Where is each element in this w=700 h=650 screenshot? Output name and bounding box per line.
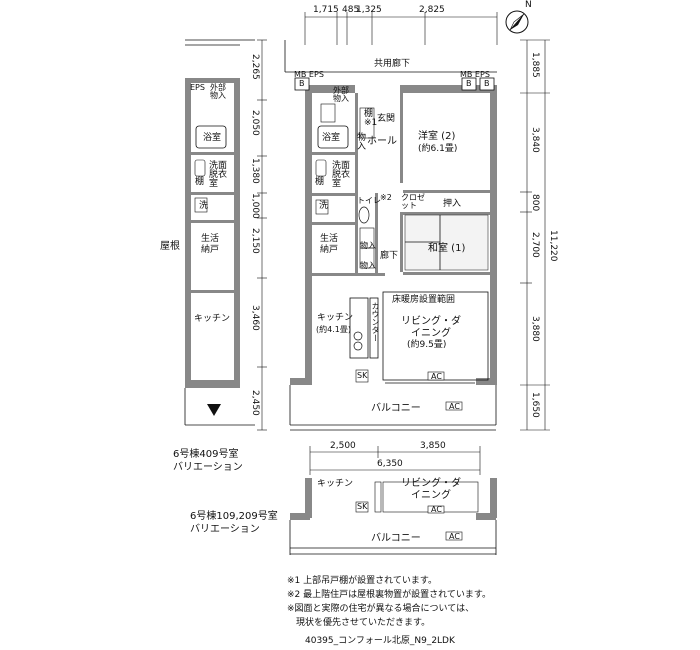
right-dimension-line	[520, 39, 550, 431]
right-dim-1: 1,885	[530, 52, 540, 78]
right-dim-6: 1,650	[530, 392, 540, 418]
kitchen-size: (約4.1畳)	[316, 325, 351, 334]
counter-label: カウンター	[371, 302, 380, 342]
tana-label: 棚	[315, 177, 325, 187]
left-dim-6: 3,460	[250, 305, 260, 331]
var2-caption-1: 6号棟109,209号室	[190, 511, 278, 522]
washitsu-label: 和室 (1)	[428, 243, 466, 254]
left-yokushitsu-label: 浴室	[203, 133, 222, 143]
left-dim-3: 1,380	[250, 158, 260, 184]
var2-dim-1: 2,500	[330, 441, 356, 451]
monoire-label: 物入	[357, 133, 367, 152]
gaibu-monoire-label: 外部物入	[333, 86, 349, 103]
closet-label: クロゼット	[401, 193, 425, 210]
top-dim-4: 2,825	[419, 5, 445, 15]
left-dim-2: 2,050	[250, 110, 260, 136]
yoshitsu-size: (約6.1畳)	[418, 144, 458, 154]
left-dim-4: 1,000	[250, 193, 260, 219]
var2-caption-2: バリエーション	[190, 524, 260, 535]
top-dim-2: 485	[342, 5, 360, 15]
yoshitsu-label: 洋室 (2)	[418, 131, 456, 142]
right-dim-4: 2,700	[530, 232, 540, 258]
var2-dim-total: 6,350	[377, 459, 403, 469]
living-size: (約9.5畳)	[407, 340, 447, 350]
yokushitsu-label: 浴室	[322, 133, 341, 143]
monoire-b-label: 物入	[360, 261, 376, 270]
senmen-label: 洗面脱衣室	[332, 161, 351, 189]
ac-main-balcony: AC	[449, 402, 460, 411]
mb-eps-right-label: MB EPS	[460, 70, 490, 79]
note-3: ※図面と実際の住宅が異なる場合については、	[287, 604, 475, 614]
right-dim-3: 800	[530, 194, 540, 212]
var2-balcony-label: バルコニー	[371, 533, 421, 544]
left-eps-label: EPS	[190, 83, 205, 92]
note-1: ※1 上部吊戸棚が設置されています。	[287, 576, 437, 586]
main-plan	[284, 40, 497, 431]
mark-b-3: B	[484, 79, 490, 88]
corridor-label: 共用廊下	[374, 59, 411, 69]
left-caption-1: 6号棟409号室	[173, 449, 239, 460]
oshiire-label: 押入	[443, 199, 462, 209]
left-senmen-label: 洗面脱衣室	[209, 161, 228, 189]
note2-label: ※2	[380, 193, 392, 202]
left-dim-1: 2,265	[250, 54, 260, 80]
mb-eps-left-label: MB EPS	[294, 70, 324, 79]
var2-kitchen-label: キッチン	[317, 479, 354, 489]
sk-main-label: SK	[357, 371, 368, 380]
var2-ac-inner: AC	[431, 505, 442, 514]
note-4: 現状を優先させていただきます。	[287, 618, 431, 628]
left-dim-5: 2,150	[250, 228, 260, 254]
top-dimension-line	[304, 12, 498, 45]
variation2-plan	[289, 446, 497, 555]
right-dim-2: 3,840	[530, 127, 540, 153]
left-sen-label: 洗	[199, 201, 209, 211]
yukadanbou-label: 床暖房設置範囲	[392, 295, 456, 305]
right-dim-5: 3,880	[530, 316, 540, 342]
compass-label: N	[525, 0, 532, 10]
mark-b-1: B	[299, 79, 305, 88]
left-plan	[184, 39, 255, 426]
rouka-label: 廊下	[380, 251, 399, 261]
left-dimension-line	[257, 39, 267, 431]
right-dim-total: 11,220	[548, 230, 558, 262]
tana1-label: 棚※1	[364, 109, 378, 128]
left-gaibu-label: 外部物入	[210, 83, 226, 100]
left-okujo-label: 屋根	[160, 241, 180, 252]
monoire-a-label: 物入	[360, 241, 376, 250]
left-dim-7: 2,450	[250, 390, 260, 416]
note-2: ※2 最上階住戸は屋根裏物置が設置されています。	[287, 590, 491, 600]
left-seikatsu-label: 生活納戸	[201, 234, 220, 255]
genkan-label: 玄関	[377, 114, 396, 124]
seikatsu-label: 生活納戸	[320, 234, 339, 255]
var2-ac-balcony: AC	[449, 532, 460, 541]
balcony-main-label: バルコニー	[371, 403, 421, 414]
mark-b-2: B	[466, 79, 472, 88]
kitchen-label: キッチン	[317, 313, 354, 323]
living-label: リビング・ダイニング	[401, 316, 461, 339]
var2-dim-2: 3,850	[420, 441, 446, 451]
left-tana-label: 棚	[195, 177, 205, 187]
footer-code: 40395_コンフォール北原_N9_2LDK	[305, 636, 455, 646]
compass-icon	[505, 10, 529, 34]
left-caption-2: バリエーション	[173, 462, 243, 473]
hall-label: ホール	[367, 136, 397, 147]
var2-sk-label: SK	[357, 502, 368, 511]
top-dim-1: 1,715	[313, 5, 339, 15]
sen-label: 洗	[319, 201, 329, 211]
ac-main-inner: AC	[431, 372, 442, 381]
top-dim-3: 1,325	[356, 5, 382, 15]
var2-living-label: リビング・ダイニング	[401, 478, 461, 501]
left-kitchen-label: キッチン	[194, 314, 231, 324]
toilet-label: トイレ	[357, 196, 381, 205]
